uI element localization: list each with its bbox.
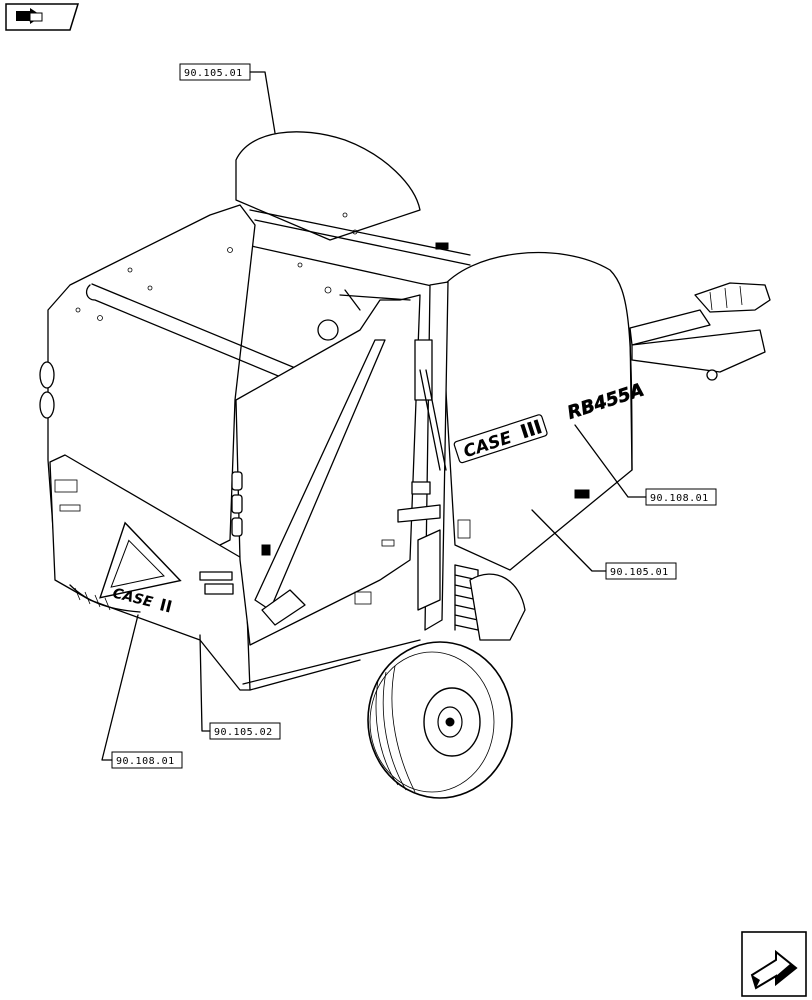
hitch-tongue [629,282,771,381]
wheel [367,641,513,799]
next-page-arrow-icon[interactable] [741,931,807,997]
smv-triangle [99,521,182,599]
svg-text:90.108.01: 90.108.01 [116,756,175,767]
svg-text:90.108.01: 90.108.01 [650,493,709,504]
svg-text:90.105.02: 90.105.02 [214,727,273,738]
callout-bottom-center[interactable]: 90.105.02 [199,634,281,740]
svg-text:90.105.01: 90.105.01 [610,567,669,578]
baler-illustration: CASE RB455A CASE [39,131,771,799]
panel-holes [75,212,358,321]
callout-bottom-left[interactable]: 90.108.01 [101,614,183,769]
callout-top[interactable]: 90.105.01 [179,63,276,134]
callout-right-upper[interactable]: 90.108.01 [574,424,717,506]
svg-text:90.105.01: 90.105.01 [184,68,243,79]
callout-right-lower[interactable]: 90.105.01 [531,509,677,580]
book-arrow-icon[interactable] [5,3,80,31]
